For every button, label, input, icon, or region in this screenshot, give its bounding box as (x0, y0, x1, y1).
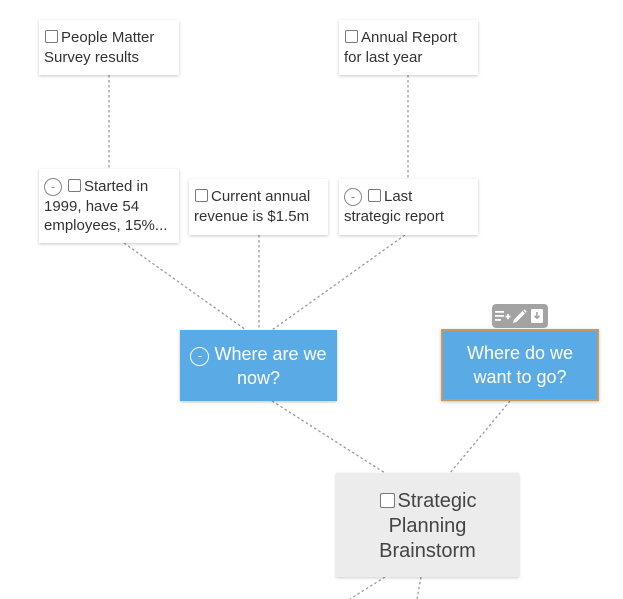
task-checkbox[interactable] (195, 189, 208, 202)
collapse-toggle[interactable]: - (344, 188, 362, 206)
idea-label: People Matter Survey results (44, 29, 155, 66)
idea-node-revenue[interactable]: Current annual revenue is $1.5m (189, 179, 328, 235)
connector-started-now (123, 242, 247, 331)
edit-icon[interactable] (512, 308, 528, 324)
root-label: Strategic Planning Brainstorm (379, 490, 477, 562)
task-checkbox[interactable] (379, 493, 395, 508)
node-toolbar (492, 304, 548, 328)
connector-now-root (271, 400, 386, 474)
connector-root-child-right (416, 576, 422, 599)
idea-node-strategic-report[interactable]: -Last strategic report (339, 179, 478, 235)
connector-future-root (449, 400, 511, 474)
collapse-toggle[interactable]: - (190, 347, 210, 366)
collapse-node-icon[interactable] (529, 308, 545, 324)
idea-label: Started in 1999, have 54 employees, 15%.… (44, 178, 168, 234)
topic-label: Where are we now? (214, 344, 327, 388)
root-node[interactable]: Strategic Planning Brainstorm (336, 473, 519, 577)
task-checkbox[interactable] (68, 179, 81, 192)
topic-node-where-are-we-now[interactable]: -Where are we now? (180, 330, 337, 401)
connector-root-child-left (349, 576, 386, 599)
idea-label: Annual Report for last year (344, 29, 457, 66)
task-checkbox[interactable] (345, 30, 358, 43)
idea-node-started[interactable]: -Started in 1999, have 54 employees, 15%… (39, 169, 179, 243)
add-child-icon[interactable] (495, 308, 511, 324)
idea-label: Last strategic report (344, 188, 445, 225)
idea-label: Current annual revenue is $1.5m (194, 188, 311, 225)
task-checkbox[interactable] (368, 189, 381, 202)
connector-strategic-now (271, 234, 406, 331)
topic-label: Where do we want to go? (466, 343, 574, 387)
idea-node-survey[interactable]: People Matter Survey results (39, 20, 179, 75)
topic-node-where-do-we-want-to-go[interactable]: Where do we want to go? (441, 329, 599, 401)
idea-node-annual-report[interactable]: Annual Report for last year (339, 20, 478, 75)
collapse-toggle[interactable]: - (44, 178, 62, 196)
task-checkbox[interactable] (45, 30, 58, 43)
